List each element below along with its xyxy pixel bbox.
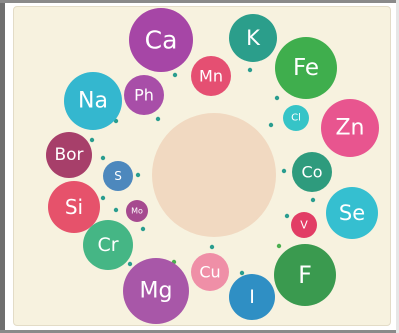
element-symbol: Cl [291,113,301,124]
connector-dot [113,207,119,213]
connector-dot [100,195,106,201]
center-disc [152,113,276,237]
element-bubble-se: Se [326,187,378,239]
element-symbol: K [246,26,261,50]
element-symbol: Se [339,201,365,225]
connector-dot [127,261,133,267]
element-circle [123,258,189,324]
element-circle [46,132,92,178]
element-circle [274,244,336,306]
element-bubble-zn: Zn [321,99,379,157]
connector-dot [239,270,245,276]
element-symbol: F [298,261,312,289]
element-bubble-na: Na [64,72,122,130]
connector-dot [172,72,178,78]
element-bubble-cu: Cu [191,253,229,291]
element-bubble-ph: Ph [124,75,164,115]
right-edge [396,0,399,333]
connector-dot [135,172,141,178]
element-symbol: Co [302,163,323,182]
element-bubble-bor: Bor [46,132,92,178]
element-bubble-fe: Fe [275,37,337,99]
connector-dot [89,137,95,143]
element-bubble-ca: Ca [129,8,193,72]
element-symbol: Na [78,89,108,114]
connector-dot [281,168,287,174]
element-circle [292,152,332,192]
connector-dot [276,243,282,249]
element-symbol: Bor [54,145,83,165]
element-circle [103,161,133,191]
element-symbol: V [300,219,308,232]
element-bubble-i: I [229,274,275,320]
bottom-edge [0,330,399,333]
element-circle [48,181,100,233]
connector-dot [274,95,280,101]
element-bubble-s: S [103,161,133,191]
element-bubble-mg: Mg [123,258,189,324]
element-bubble-cr: Cr [83,220,133,270]
element-circle [229,14,277,62]
element-bubble-si: Si [48,181,100,233]
element-symbol: Mg [140,279,173,304]
element-circle [275,37,337,99]
element-bubble-cl: Cl [283,105,309,131]
element-symbol: Mo [131,207,143,216]
element-symbol: I [249,286,255,308]
left-edge [0,0,5,333]
element-circle [124,75,164,115]
connector-dot [310,197,316,203]
element-symbol: Mn [199,67,223,86]
element-circle [83,220,133,270]
element-symbol: Ph [134,86,154,105]
connector-dot [155,116,161,122]
element-circle [326,187,378,239]
element-circle [291,212,317,238]
element-bubble-k: K [229,14,277,62]
element-symbol: Fe [293,55,319,81]
connector-dot [100,155,106,161]
connector-dot [268,122,274,128]
connector-dot [247,67,253,73]
element-symbol: Si [65,195,83,219]
element-symbol: Cu [199,263,220,282]
element-bubble-mn: Mn [191,56,231,96]
connector-dot [209,244,215,250]
element-bubble-v: V [291,212,317,238]
connector-dot [284,213,290,219]
element-circle [191,253,229,291]
element-symbol: Cr [97,234,118,256]
element-circle [126,200,148,222]
element-circle [321,99,379,157]
connector-dot [140,226,146,232]
element-circle [283,105,309,131]
element-bubble-f: F [274,244,336,306]
element-bubble-co: Co [292,152,332,192]
element-circle [191,56,231,96]
element-symbol: S [114,169,122,183]
element-circle [64,72,122,130]
top-edge [0,0,399,3]
element-symbol: Zn [335,116,364,141]
element-circle [129,8,193,72]
element-circle [229,274,275,320]
element-symbol: Ca [145,26,178,55]
element-bubble-mo: Mo [126,200,148,222]
